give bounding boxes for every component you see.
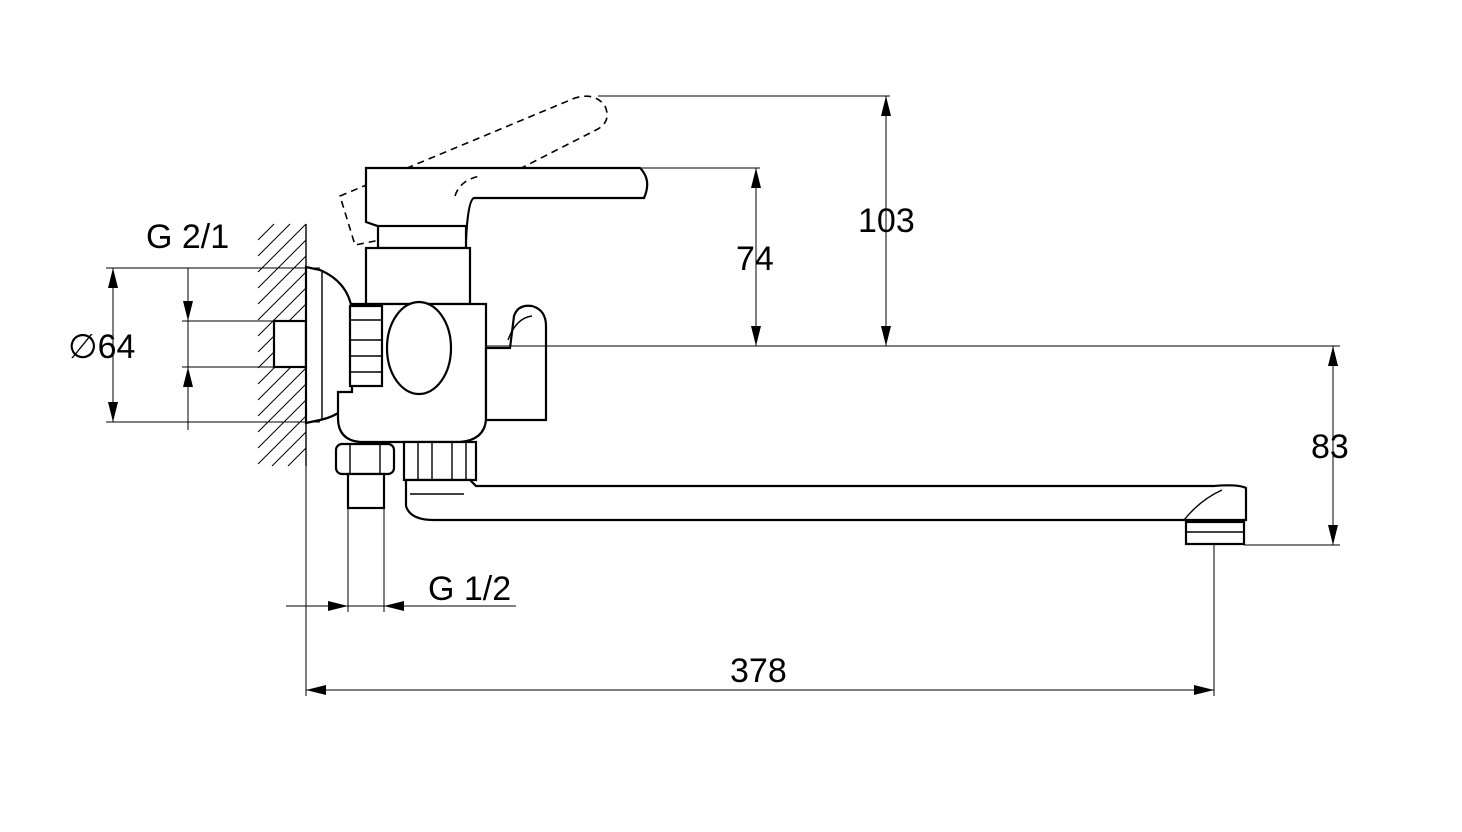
label-83: 83 <box>1311 428 1349 466</box>
bottom-hex-nut <box>334 442 396 476</box>
label-outlet-thread: G 1/2 <box>428 570 512 608</box>
left-nut <box>348 304 384 388</box>
label-flange-diameter: ∅64 <box>68 328 136 366</box>
label-378: 378 <box>730 652 787 690</box>
dim-83 <box>1244 346 1340 546</box>
dim-outlet-thread <box>286 508 516 612</box>
lever-raised-outline <box>339 95 608 246</box>
diverter-knob <box>484 304 548 422</box>
dim-103 <box>598 95 891 346</box>
cartridge-collar <box>376 224 468 250</box>
dim-flange-diameter <box>106 267 320 423</box>
dim-74 <box>640 167 761 346</box>
spout <box>404 478 1248 522</box>
outlet-stub <box>346 472 386 510</box>
dim-wall-thread <box>182 268 274 430</box>
label-103: 103 <box>858 202 915 240</box>
cartridge-body <box>364 246 472 306</box>
wall <box>257 223 307 467</box>
dim-378 <box>305 466 1215 696</box>
label-wall-thread: G 2/1 <box>146 218 230 256</box>
aerator <box>1184 520 1246 546</box>
wall-pipe <box>272 319 308 369</box>
body-oval <box>385 300 453 396</box>
spout-nut <box>402 440 478 482</box>
label-74: 74 <box>736 240 774 278</box>
